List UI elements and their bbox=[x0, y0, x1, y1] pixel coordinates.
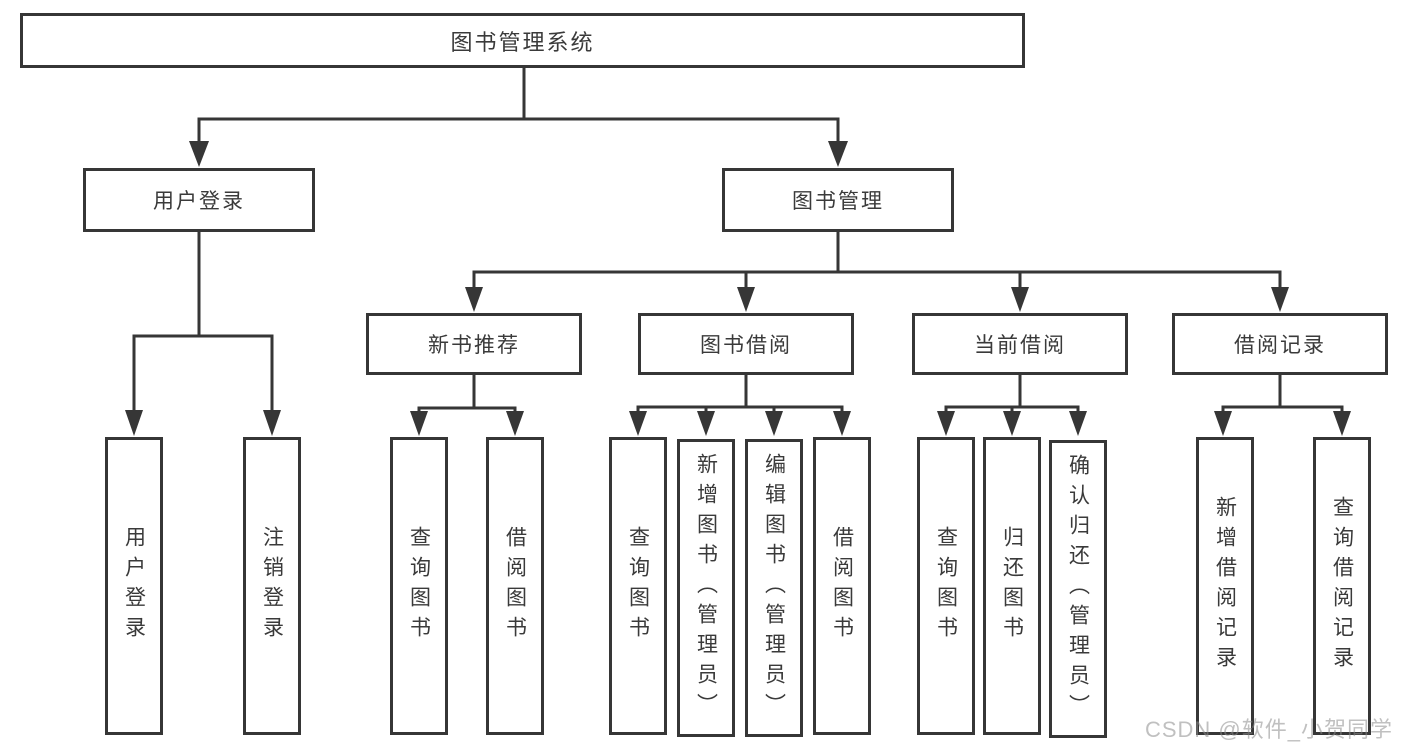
leaf-borrow-borrow-label: 借阅图书 bbox=[830, 526, 854, 646]
leaf-borrow-borrow: 借阅图书 bbox=[813, 437, 871, 735]
node-book-borrow-label: 图书借阅 bbox=[700, 334, 792, 357]
leaf-borrow-edit-admin-label: 编辑图书（管理员） bbox=[762, 453, 786, 723]
csdn-watermark: CSDN @软件_小贺同学 bbox=[1144, 717, 1393, 742]
node-current-borrow-label: 当前借阅 bbox=[974, 334, 1066, 357]
leaf-borrow-add-admin: 新增图书（管理员） bbox=[677, 439, 735, 737]
leaf-newbook-query: 查询图书 bbox=[390, 437, 448, 735]
leaf-borrow-query: 查询图书 bbox=[609, 437, 667, 735]
leaf-current-confirm-admin: 确认归还（管理员） bbox=[1049, 440, 1107, 738]
node-current-borrow: 当前借阅 bbox=[912, 313, 1128, 375]
leaf-current-return: 归还图书 bbox=[983, 437, 1041, 735]
leaf-newbook-query-label: 查询图书 bbox=[407, 526, 431, 646]
leaf-current-return-label: 归还图书 bbox=[1000, 526, 1024, 646]
leaf-current-query-label: 查询图书 bbox=[934, 526, 958, 646]
node-book-management: 图书管理 bbox=[722, 168, 954, 232]
leaf-record-add-label: 新增借阅记录 bbox=[1213, 496, 1237, 676]
leaf-current-query: 查询图书 bbox=[917, 437, 975, 735]
node-book-borrow: 图书借阅 bbox=[638, 313, 854, 375]
leaf-newbook-borrow: 借阅图书 bbox=[486, 437, 544, 735]
leaf-logout-label: 注销登录 bbox=[260, 526, 284, 646]
node-new-book-recommend-label: 新书推荐 bbox=[428, 334, 520, 357]
leaf-borrow-query-label: 查询图书 bbox=[626, 526, 650, 646]
leaf-current-confirm-admin-label: 确认归还（管理员） bbox=[1066, 454, 1090, 724]
leaf-user-login-label: 用户登录 bbox=[122, 526, 146, 646]
node-book-management-label: 图书管理 bbox=[792, 190, 884, 213]
node-root: 图书管理系统 bbox=[20, 13, 1025, 68]
leaf-logout: 注销登录 bbox=[243, 437, 301, 735]
leaf-record-add: 新增借阅记录 bbox=[1196, 437, 1254, 735]
node-borrow-records: 借阅记录 bbox=[1172, 313, 1388, 375]
node-user-login-label: 用户登录 bbox=[153, 190, 245, 213]
node-root-label: 图书管理系统 bbox=[450, 29, 595, 55]
node-user-login: 用户登录 bbox=[83, 168, 315, 232]
leaf-newbook-borrow-label: 借阅图书 bbox=[503, 526, 527, 646]
leaf-borrow-add-admin-label: 新增图书（管理员） bbox=[694, 453, 718, 723]
leaf-record-query-label: 查询借阅记录 bbox=[1330, 496, 1354, 676]
leaf-borrow-edit-admin: 编辑图书（管理员） bbox=[745, 439, 803, 737]
node-new-book-recommend: 新书推荐 bbox=[366, 313, 582, 375]
node-borrow-records-label: 借阅记录 bbox=[1234, 334, 1326, 357]
leaf-record-query: 查询借阅记录 bbox=[1313, 437, 1371, 735]
leaf-user-login: 用户登录 bbox=[105, 437, 163, 735]
